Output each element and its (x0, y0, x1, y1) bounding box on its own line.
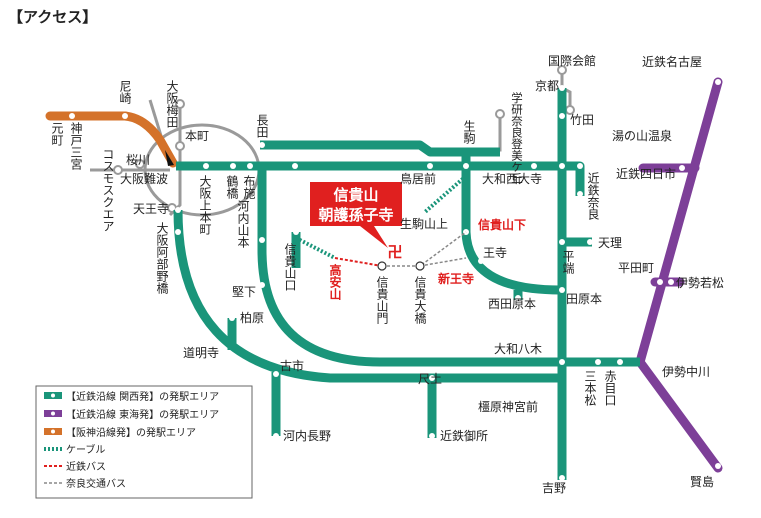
gray-stations (113, 65, 575, 213)
svg-text:【阪神沿線発】の発駅エリア: 【阪神沿線発】の発駅エリア (66, 426, 196, 439)
map-title: 【アクセス】 (8, 8, 97, 26)
label-kokusai-kaikan: 国際会館 (548, 53, 596, 68)
label-osaka-abenobashi: 大阪阿部野橋 (155, 222, 169, 295)
osaka-line (257, 166, 640, 367)
label-yunoyama: 湯の山温泉 (612, 129, 672, 143)
label-tennoji: 天王寺 (133, 202, 169, 216)
temple-name-line1: 信貴山 (333, 186, 378, 204)
label-ikoma-sanjo: 生駒山上 (400, 217, 448, 231)
label-shigisan-shita: 信貴山下 (478, 217, 526, 232)
hanshin-stations (69, 113, 128, 119)
nishi-shigi-cable (295, 236, 336, 260)
label-motomachi: 元町 (50, 122, 64, 146)
svg-text:奈良交通バス: 奈良交通バス (66, 477, 126, 490)
label-kobe-sannomiya: 神戸三宮 (69, 122, 83, 170)
label-oji: 王寺 (483, 246, 507, 260)
label-domyoji: 道明寺 (183, 346, 219, 360)
label-shigisanguchi: 信貴山口 (283, 243, 297, 291)
svg-text:ケーブル: ケーブル (66, 443, 105, 456)
label-osaka-uehommachi: 大阪上本町 (198, 175, 212, 235)
nara-upper-line (260, 140, 500, 157)
label-tawaramoto: 田原本 (566, 292, 602, 306)
nara-line (176, 161, 585, 196)
label-tenri: 天理 (598, 236, 622, 250)
label-osaka-namba: 大阪難波 (120, 171, 168, 186)
ikoma-line (461, 152, 561, 295)
kintetsu-bus-route (334, 257, 383, 267)
label-kawachinagano: 河内長野 (283, 429, 331, 443)
label-fuse: 布施 (242, 175, 256, 199)
legend-item-kintetsu-bus: 近鉄バス (44, 460, 106, 473)
label-katashimo: 堅下 (232, 285, 256, 299)
label-hirabata: 平端 (561, 250, 575, 275)
legend-item-hanshin: 【阪神沿線発】の発駅エリア (44, 426, 196, 439)
label-takeda: 竹田 (570, 113, 594, 127)
bus-stops (377, 261, 425, 271)
legend-item-kansai: 【近鉄沿線 関西発】の発駅エリア (44, 390, 219, 403)
kintetsu-kansai-lines (173, 88, 640, 480)
label-kyoto: 京都 (535, 79, 559, 93)
temple-name-line2: 朝護孫子寺 (318, 206, 393, 224)
label-takayasuyama: 高安山 (328, 263, 342, 301)
label-yamato-saidaiji: 大和西大寺 (482, 172, 542, 186)
tokai-stations (649, 79, 721, 469)
legend-item-nara-bus: 奈良交通バス (44, 477, 126, 490)
label-shin-oji: 新王寺 (438, 271, 474, 286)
svg-text:近鉄バス: 近鉄バス (66, 460, 106, 473)
label-nishitawaramoto: 西田原本 (488, 297, 536, 311)
label-kashiharajingumae: 橿原神宮前 (478, 399, 538, 414)
label-kawachi-yamamoto: 河内山本 (236, 200, 250, 249)
label-yoshino: 吉野 (542, 481, 566, 495)
legend: 【近鉄沿線 関西発】の発駅エリア 【近鉄沿線 東海発】の発駅エリア 【阪神沿線発… (35, 385, 253, 499)
label-sakuragawa: 桜川 (126, 153, 150, 167)
label-shakudo: 尺土 (418, 372, 442, 386)
label-ikoma: 生駒 (462, 120, 476, 145)
label-hiratacho: 平田町 (618, 261, 654, 275)
label-nagata: 長田 (255, 114, 269, 138)
label-ise-wakamatsu: 伊勢若松 (676, 275, 724, 290)
label-kashikojima: 賢島 (690, 474, 714, 489)
label-honmachi: 本町 (185, 129, 209, 143)
ikoma-cable (423, 174, 468, 214)
label-furuichi: 古市 (280, 358, 304, 373)
station-labels: 国際会館 近鉄名古屋 京都 竹田 本町 湯の山温泉 桜川 大阪難波 鳥居前 大和… (120, 53, 724, 495)
svg-text:【近鉄沿線 東海発】の発駅エリア: 【近鉄沿線 東海発】の発駅エリア (66, 408, 219, 421)
label-shigi-ohashi: 信貴大橋 (413, 276, 427, 325)
temple-callout: 信貴山 朝護孫子寺 (310, 182, 402, 248)
temple-mark: 卍 (387, 243, 402, 261)
label-kintetsu-gose: 近鉄御所 (440, 428, 488, 443)
label-yamato-yagi: 大和八木 (494, 342, 542, 356)
label-toriimae: 鳥居前 (400, 171, 436, 186)
label-gakkentoshi: 学研奈良登美ケ丘 (510, 91, 524, 184)
label-amagasaki: 尼崎 (118, 80, 132, 104)
label-kintetsu-nagoya: 近鉄名古屋 (642, 54, 702, 69)
kansai-stations (175, 85, 623, 481)
label-osaka-umeda: 大阪梅田 (165, 80, 179, 128)
legend-item-tokai: 【近鉄沿線 東海発】の発駅エリア (44, 408, 219, 421)
label-shigisanmon: 信貴山門 (375, 276, 389, 324)
label-sambonmatsu: 三本松 (583, 370, 597, 406)
label-ise-nakagawa: 伊勢中川 (662, 364, 710, 379)
label-akame: 赤目口 (603, 370, 617, 406)
label-kintetsu-nara: 近鉄奈良 (586, 172, 600, 221)
svg-text:【近鉄沿線 関西発】の発駅エリア: 【近鉄沿線 関西発】の発駅エリア (66, 390, 219, 403)
label-cosmo-square: コスモスクエア (101, 148, 115, 232)
vertical-labels: 尼崎 大阪梅田 学研奈良登美ケ丘 元町 神戸三宮 長田 生駒 コスモスクエア 大… (50, 80, 617, 406)
label-kintetsu-yokkaichi: 近鉄四日市 (616, 166, 676, 181)
label-kashiwara: 柏原 (240, 310, 264, 325)
legend-item-cable: ケーブル (44, 443, 105, 456)
cable-lines (295, 174, 468, 260)
label-tsuruhashi: 鶴橋 (225, 174, 239, 200)
minami-osaka-line (173, 209, 562, 383)
